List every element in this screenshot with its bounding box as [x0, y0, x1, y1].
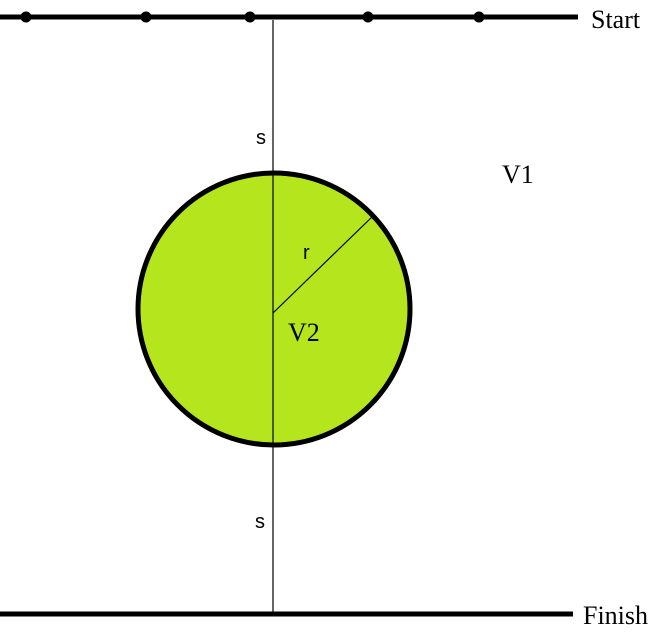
region-v2-label: V2 — [288, 318, 320, 347]
inner-circle — [135, 170, 413, 448]
radius-line — [272, 215, 374, 314]
start-dot — [20, 11, 32, 23]
start-dot — [362, 11, 374, 23]
start-dot — [244, 11, 256, 23]
distance-bottom-label: s — [255, 511, 265, 533]
start-line-dots — [20, 11, 485, 23]
region-v1-label: V1 — [502, 160, 534, 189]
radius-label: r — [303, 242, 310, 264]
distance-top-label: s — [256, 127, 266, 149]
start-dot — [473, 11, 485, 23]
start-dot — [140, 11, 152, 23]
finish-label: Finish — [583, 601, 648, 630]
start-label: Start — [591, 5, 641, 34]
